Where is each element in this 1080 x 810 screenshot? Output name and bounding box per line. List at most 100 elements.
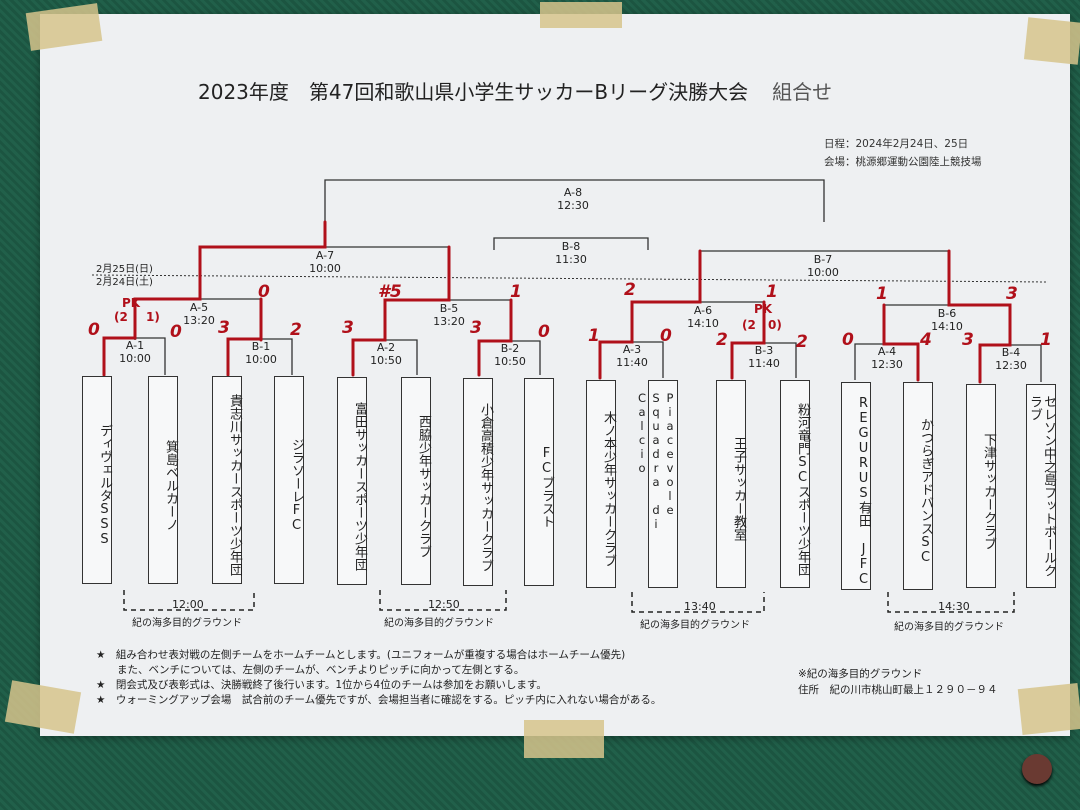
match-code: B-8	[536, 240, 606, 253]
group-time: 12:50	[428, 598, 460, 611]
team-box: ジラソーレFC	[274, 376, 304, 584]
pk-label-b3: PK	[754, 302, 772, 316]
group-ground: 紀の海多目的グラウンド	[132, 614, 242, 629]
match-time: 11:30	[536, 253, 606, 266]
day-divider-line	[92, 275, 1048, 282]
team-box: REGURUS有田 JFC	[841, 382, 871, 590]
match-code: B-4	[976, 346, 1046, 359]
note-line: ★ 組み合わせ表対戦の左側チームをホームチームとします。(ユニフォームが重複する…	[96, 648, 661, 663]
match-b1: B-110:00	[226, 340, 296, 366]
match-time: 10:50	[475, 355, 545, 368]
team-box: 粉河竜門SCスポーツ少年団	[780, 380, 810, 588]
pk-score-right-a5: 1)	[146, 310, 160, 324]
team-box: FCブラスト	[524, 378, 554, 586]
match-code: B-2	[475, 342, 545, 355]
score-team-16: 1	[1040, 330, 1052, 350]
team-box: 貴志川サッカースポーツ少年団	[212, 376, 242, 584]
group-time: 14:30	[938, 600, 970, 613]
team-box: Piacevole Squadra di Calcio	[648, 380, 678, 588]
match-code: A-3	[597, 343, 667, 356]
match-time: 12:30	[852, 358, 922, 371]
score-b2-winner-b5: 1	[510, 282, 522, 302]
score-b1-winner-a5: 0	[258, 282, 270, 302]
address-label: ※紀の海多目的グラウンド	[798, 666, 998, 682]
match-code: A-7	[290, 249, 360, 262]
match-code: B-3	[729, 344, 799, 357]
group-ground: 紀の海多目的グラウンド	[384, 614, 494, 629]
score-a4-winner-b6: 1	[876, 284, 888, 304]
match-code: A-4	[852, 345, 922, 358]
pk-score-right-b3: 0)	[768, 318, 782, 332]
score-team-4: 2	[290, 320, 302, 340]
score-team-12: 2	[796, 332, 808, 352]
note-line: ★ 閉会式及び表彰式は、決勝戦終了後行います。1位から4位のチームは参加をお願い…	[96, 678, 661, 693]
team-box: 小倉高積少年サッカークラブ	[463, 378, 493, 586]
team-box: 箕島ベルカーノ	[148, 376, 178, 584]
score-team-9: 1	[588, 326, 600, 346]
note-line: ★ ウォーミングアップ会場 試合前のチーム優先ですが、会場担当者に確認をする。ピ…	[96, 693, 661, 708]
team-box: ディヴェルタSSS	[82, 376, 112, 584]
ground-address: ※紀の海多目的グラウンド 住所 紀の川市桃山町最上１２９０－９４	[798, 666, 998, 698]
score-team-11: 2	[716, 330, 728, 350]
group-ground: 紀の海多目的グラウンド	[640, 616, 750, 631]
match-time: 11:40	[597, 356, 667, 369]
score-team-1: 0	[88, 320, 100, 340]
team-box: 王子サッカー教室	[716, 380, 746, 588]
match-time: 12:30	[538, 199, 608, 212]
team-box: 富田サッカースポーツ少年団	[337, 377, 367, 585]
pk-score-left-a5: (2	[114, 310, 128, 324]
match-b3: B-311:40	[729, 344, 799, 370]
match-code: A-6	[668, 304, 738, 317]
match-code: A-1	[100, 339, 170, 352]
score-team-7: 3	[470, 318, 482, 338]
team-box: 木ノ本少年サッカークラブ	[586, 380, 616, 588]
match-code: B-1	[226, 340, 296, 353]
score-team-10: 0	[660, 326, 672, 346]
team-box: かつらぎアドバンスSC	[903, 382, 933, 590]
team-box: 下津サッカークラブ	[966, 384, 996, 588]
match-code: A-2	[351, 341, 421, 354]
pk-label-a5: PK	[122, 296, 140, 310]
note-line: また、ベンチについては、左側のチームが、ベンチよりピッチに向かって左側とする。	[96, 663, 661, 678]
match-code: B-7	[788, 253, 858, 266]
match-time: 10:50	[351, 354, 421, 367]
score-team-2: 0	[170, 322, 182, 342]
notes-section: ★ 組み合わせ表対戦の左側チームをホームチームとします。(ユニフォームが重複する…	[96, 648, 661, 708]
score-team-15: 3	[962, 330, 974, 350]
score-team-8: 0	[538, 322, 550, 342]
score-a2-winner-b5: #5	[378, 282, 402, 302]
score-b3-winner-a6: 1	[766, 282, 778, 302]
score-team-13: 0	[842, 330, 854, 350]
match-code: B-5	[414, 302, 484, 315]
push-pin	[1022, 754, 1052, 784]
score-a3-winner-a6: 2	[624, 280, 636, 300]
group-time: 13:40	[684, 600, 716, 613]
group-time: 12:00	[172, 598, 204, 611]
match-time: 10:00	[100, 352, 170, 365]
group-ground: 紀の海多目的グラウンド	[894, 618, 1004, 633]
score-team-3: 3	[218, 318, 230, 338]
team-box: セレソン中之島フットボールクラブ	[1026, 384, 1056, 588]
team-box: 西脇少年サッカークラブ	[401, 377, 431, 585]
match-code: B-6	[912, 307, 982, 320]
score-b4-winner-b6: 3	[1006, 284, 1018, 304]
match-time: 10:00	[290, 262, 360, 275]
match-code: A-5	[164, 301, 234, 314]
pk-score-left-b3: (2	[742, 318, 756, 332]
score-team-5: 3	[342, 318, 354, 338]
match-time: 10:00	[788, 266, 858, 279]
match-time: 10:00	[226, 353, 296, 366]
match-time: 11:40	[729, 357, 799, 370]
match-time: 14:10	[668, 317, 738, 330]
match-code: A-8	[538, 186, 608, 199]
